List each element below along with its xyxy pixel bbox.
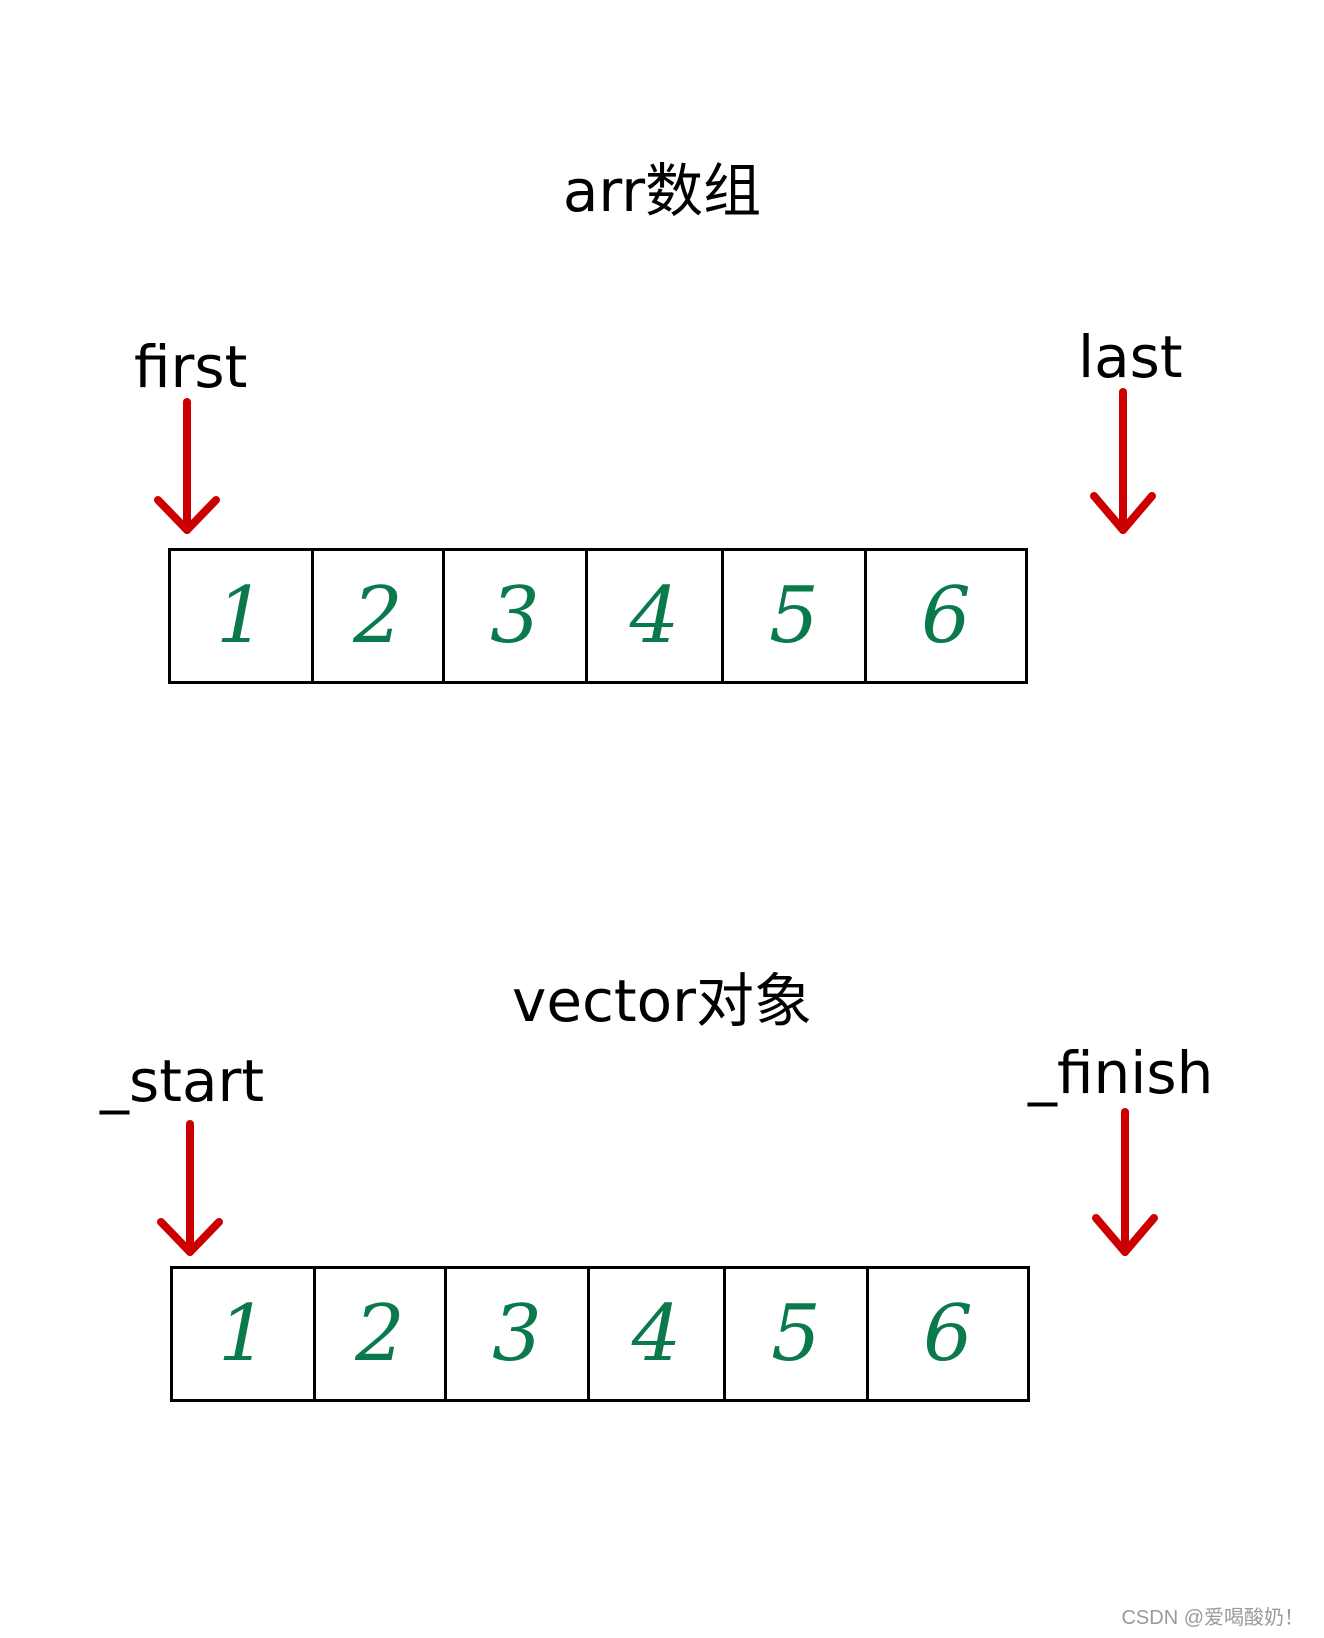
start-label: _start <box>100 1047 265 1115</box>
watermark: CSDN @爱喝酸奶！ <box>1121 1607 1304 1629</box>
array-cell: 1 <box>173 1269 316 1399</box>
vector-title: vector对象 <box>512 967 812 1035</box>
arr-array: 1 2 3 4 5 6 <box>168 548 1028 684</box>
array-cell: 3 <box>445 551 588 681</box>
array-cell: 5 <box>724 551 867 681</box>
last-label: last <box>1078 323 1183 391</box>
finish-label: _finish <box>1028 1039 1214 1107</box>
arr-title: arr数组 <box>562 157 762 225</box>
array-cell: 4 <box>588 551 724 681</box>
array-cell: 2 <box>316 1269 447 1399</box>
array-cell: 1 <box>171 551 314 681</box>
array-cell: 6 <box>921 571 971 661</box>
array-cell: 3 <box>447 1269 590 1399</box>
last-arrow-icon <box>1090 388 1156 534</box>
start-arrow-icon <box>157 1120 223 1256</box>
vector-array: 1 2 3 4 5 6 <box>170 1266 1030 1402</box>
first-label: first <box>134 333 248 401</box>
first-arrow-icon <box>154 398 220 534</box>
array-cell: 6 <box>923 1289 973 1379</box>
array-cell: 4 <box>590 1269 726 1399</box>
array-cell: 2 <box>314 551 445 681</box>
finish-arrow-icon <box>1092 1108 1158 1256</box>
array-cell: 5 <box>726 1269 869 1399</box>
